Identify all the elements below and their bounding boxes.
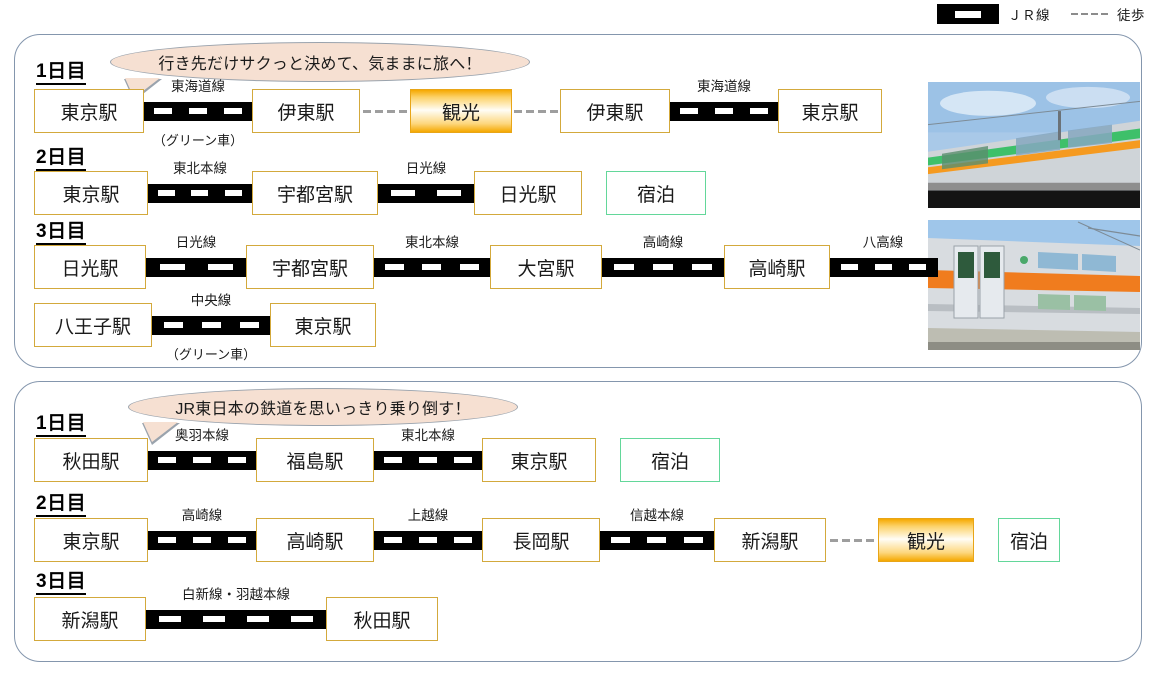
rail-connector: 奥羽本線 bbox=[146, 428, 258, 482]
day-label: 3日目 bbox=[36, 572, 87, 595]
rail-car-note: （グリーン車） bbox=[165, 347, 257, 362]
station-box[interactable]: 東京駅 bbox=[34, 89, 144, 133]
station-box[interactable]: 日光駅 bbox=[474, 171, 582, 215]
walk-connector bbox=[512, 89, 560, 133]
sightseeing-box[interactable]: 観光 bbox=[410, 89, 512, 133]
day-label: 1日目 bbox=[36, 62, 87, 85]
railroad-track-icon bbox=[937, 4, 999, 24]
itinerary-row: 東京駅 高崎線高崎駅 上越線長岡駅 信越本線新潟駅 観光宿泊 bbox=[34, 508, 1060, 563]
rail-connector: 白新線・羽越本線 bbox=[144, 587, 328, 641]
day-label: 1日目 bbox=[36, 414, 87, 437]
rail-line-label: 東北本線 bbox=[401, 428, 455, 443]
photo-shonan-train bbox=[928, 82, 1140, 208]
itinerary-row: 秋田駅 奥羽本線福島駅 東北本線東京駅宿泊 bbox=[34, 428, 720, 483]
rail-line-label: 東北本線 bbox=[173, 161, 227, 176]
lodging-box[interactable]: 宿泊 bbox=[606, 171, 706, 215]
rail-connector: 東海道線 bbox=[668, 79, 780, 133]
rail-connector: 高崎線 bbox=[146, 508, 258, 562]
speech-bubble: JR東日本の鉄道を思いっきり乗り倒す！ bbox=[128, 388, 518, 445]
rail-line-label: 東海道線 bbox=[171, 79, 225, 94]
speech-bubble: 行き先だけサクっと決めて、気ままに旅へ！ bbox=[110, 42, 530, 101]
station-box[interactable]: 宇都宮駅 bbox=[246, 245, 374, 289]
station-box[interactable]: 高崎駅 bbox=[256, 518, 374, 562]
station-box[interactable]: 新潟駅 bbox=[34, 597, 146, 641]
itinerary-row: 東京駅 東海道線 （グリーン車） 伊東駅 観光 伊東駅 東海道線東京駅 bbox=[34, 79, 882, 148]
rail-connector: 高崎線 bbox=[600, 235, 726, 289]
rail-connector: 信越本線 bbox=[598, 508, 716, 562]
rail-line-label: 東北本線 bbox=[405, 235, 459, 250]
rail-line-label: 東海道線 bbox=[697, 79, 751, 94]
rail-line-label: 高崎線 bbox=[642, 235, 684, 250]
rail-line-label: 八高線 bbox=[862, 235, 904, 250]
rail-connector: 東北本線 bbox=[372, 428, 484, 482]
station-box[interactable]: 東京駅 bbox=[34, 518, 148, 562]
station-box[interactable]: 長岡駅 bbox=[482, 518, 600, 562]
station-box[interactable]: 新潟駅 bbox=[714, 518, 826, 562]
rail-line-label: 中央線 bbox=[190, 293, 232, 308]
station-box[interactable]: 高崎駅 bbox=[724, 245, 830, 289]
legend: ＪＲ線 徒歩 bbox=[937, 4, 1145, 24]
rail-line-label: 白新線・羽越本線 bbox=[182, 587, 290, 602]
station-box[interactable]: 伊東駅 bbox=[252, 89, 360, 133]
rail-line-label: 奥羽本線 bbox=[175, 428, 229, 443]
day-label: 2日目 bbox=[36, 494, 87, 517]
rail-line-label: 信越本線 bbox=[630, 508, 684, 523]
itinerary-row: 日光駅 日光線宇都宮駅 東北本線大宮駅 高崎線高崎駅 八高線 bbox=[34, 235, 938, 290]
rail-line-label: 日光線 bbox=[175, 235, 217, 250]
station-box[interactable]: 東京駅 bbox=[482, 438, 596, 482]
rail-connector: 東海道線 （グリーン車） bbox=[142, 79, 254, 148]
station-box[interactable]: 福島駅 bbox=[256, 438, 374, 482]
rail-car-note: （グリーン車） bbox=[152, 133, 244, 148]
walk-connector bbox=[826, 518, 878, 562]
rail-connector: 中央線 （グリーン車） bbox=[150, 293, 272, 362]
rail-connector: 東北本線 bbox=[146, 161, 254, 215]
dashed-walk-icon bbox=[1071, 12, 1108, 16]
itinerary-row: 新潟駅 白新線・羽越本線秋田駅 bbox=[34, 587, 438, 642]
station-box[interactable]: 大宮駅 bbox=[490, 245, 602, 289]
rail-line-label: 上越線 bbox=[407, 508, 449, 523]
photo-chuo-line-train bbox=[928, 220, 1140, 350]
day-label: 2日目 bbox=[36, 148, 87, 171]
station-box[interactable]: 東京駅 bbox=[778, 89, 882, 133]
rail-line-label: 高崎線 bbox=[181, 508, 223, 523]
rail-connector: 日光線 bbox=[144, 235, 248, 289]
legend-rail-label: ＪＲ線 bbox=[1008, 8, 1050, 23]
station-box[interactable]: 秋田駅 bbox=[34, 438, 148, 482]
station-box[interactable]: 秋田駅 bbox=[326, 597, 438, 641]
lodging-box[interactable]: 宿泊 bbox=[998, 518, 1060, 562]
speech-bubble-text: 行き先だけサクっと決めて、気ままに旅へ！ bbox=[158, 56, 482, 73]
station-box[interactable]: 伊東駅 bbox=[560, 89, 670, 133]
rail-connector: 八高線 bbox=[828, 235, 938, 289]
station-box[interactable]: 日光駅 bbox=[34, 245, 146, 289]
day-label: 3日目 bbox=[36, 222, 87, 245]
lodging-box[interactable]: 宿泊 bbox=[620, 438, 720, 482]
legend-walk-label: 徒歩 bbox=[1117, 8, 1145, 23]
rail-connector: 上越線 bbox=[372, 508, 484, 562]
speech-bubble-text: JR東日本の鉄道を思いっきり乗り倒す！ bbox=[175, 401, 471, 418]
rail-connector: 日光線 bbox=[376, 161, 476, 215]
station-box[interactable]: 八王子駅 bbox=[34, 303, 152, 347]
itinerary-row: 八王子駅 中央線 （グリーン車） 東京駅 bbox=[34, 293, 376, 362]
station-box[interactable]: 宇都宮駅 bbox=[252, 171, 378, 215]
rail-line-label: 日光線 bbox=[405, 161, 447, 176]
rail-connector: 東北本線 bbox=[372, 235, 492, 289]
itinerary-row: 東京駅 東北本線宇都宮駅 日光線日光駅宿泊 bbox=[34, 161, 706, 216]
station-box[interactable]: 東京駅 bbox=[270, 303, 376, 347]
sightseeing-box[interactable]: 観光 bbox=[878, 518, 974, 562]
walk-connector bbox=[360, 89, 410, 133]
station-box[interactable]: 東京駅 bbox=[34, 171, 148, 215]
